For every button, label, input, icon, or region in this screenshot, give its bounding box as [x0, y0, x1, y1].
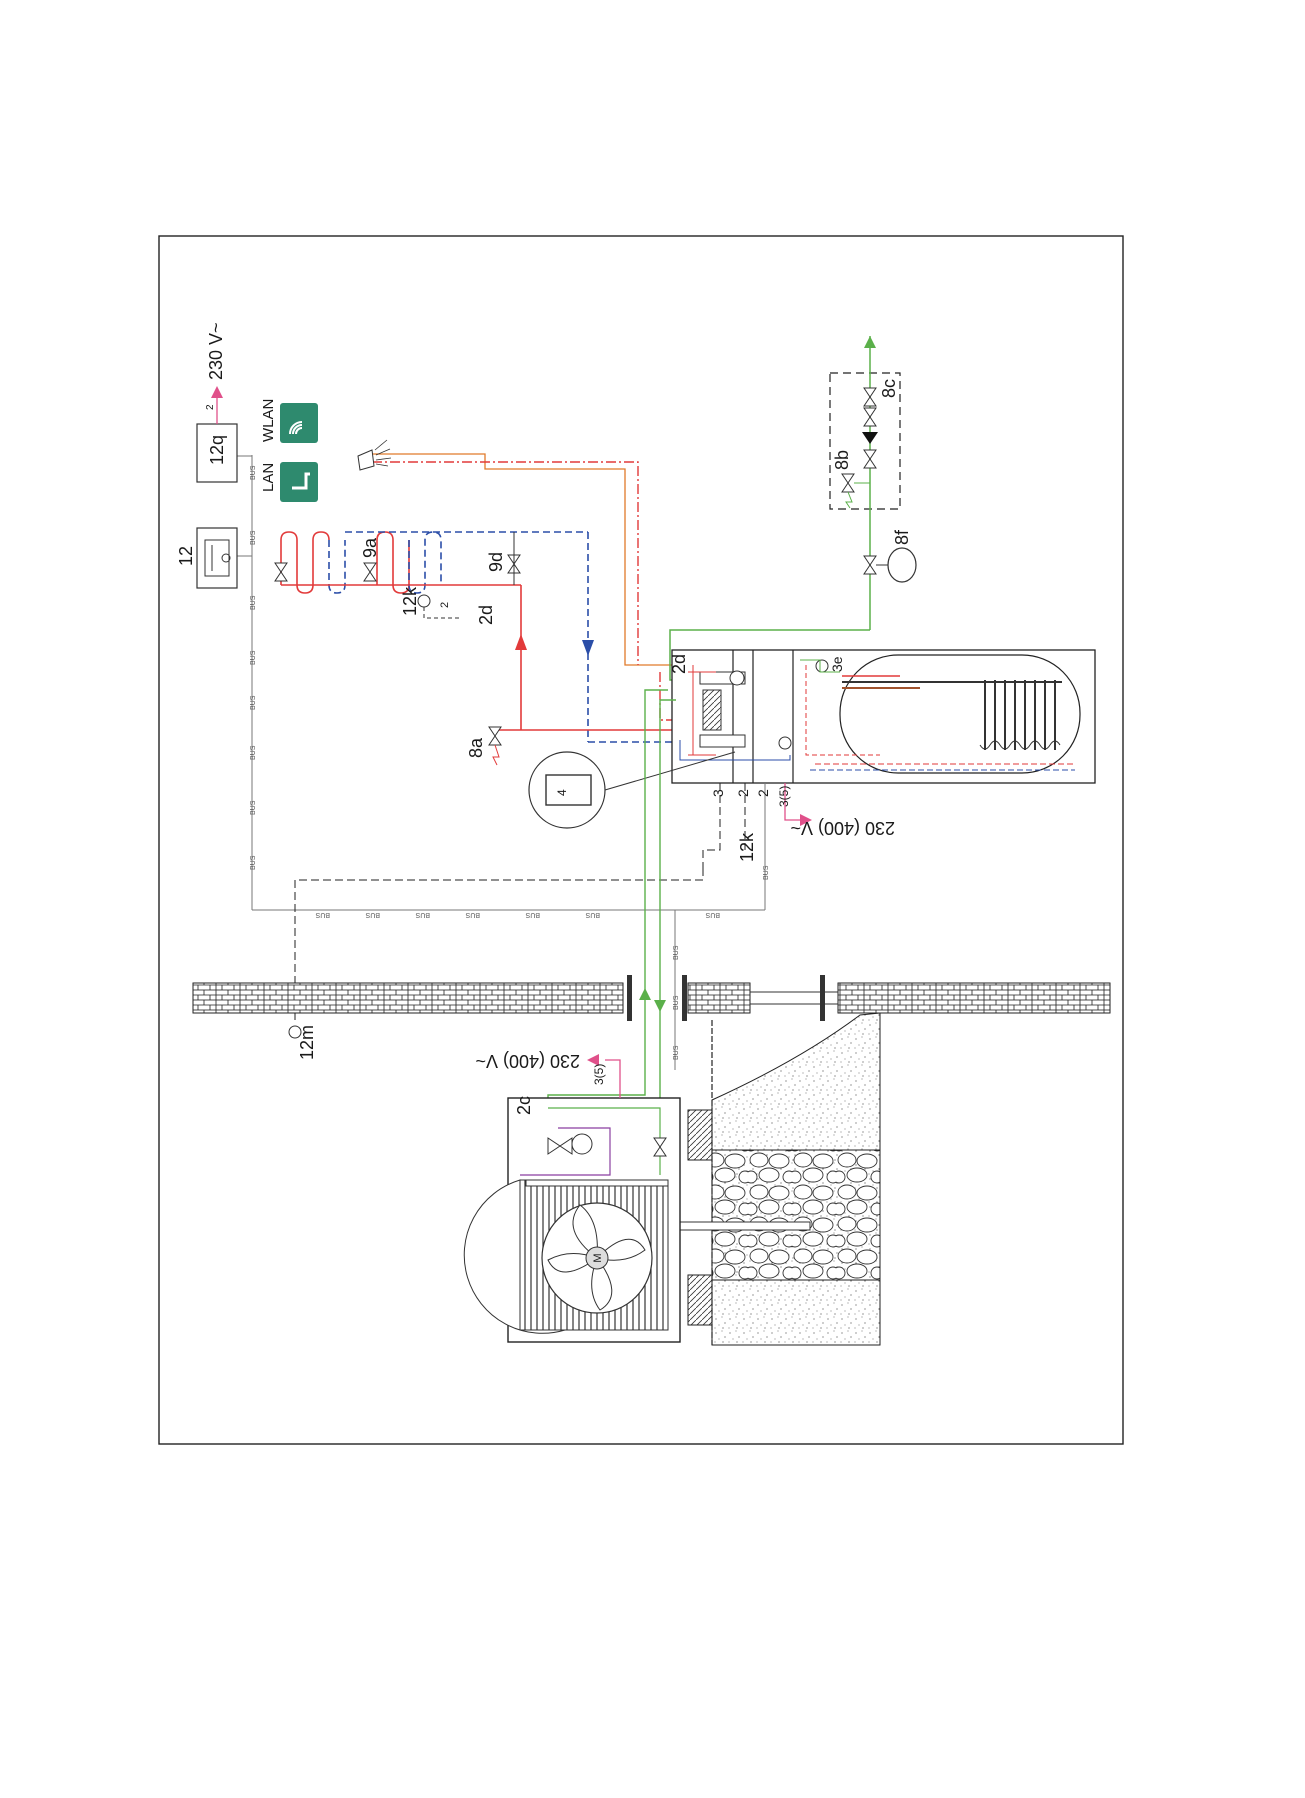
supply-top-label: 230 V~ [206, 322, 226, 380]
sensor-2d-top-label: 2d [476, 605, 496, 625]
valve-icon [864, 450, 876, 468]
wire-2a-label: 2 [735, 789, 751, 797]
sensor-3e-label: 3e [829, 656, 845, 672]
pump-icon [730, 671, 744, 685]
check-valve-icon [862, 432, 878, 444]
wall-left [193, 983, 623, 1013]
wlan-label: WLAN [260, 399, 277, 442]
group-8b-label: 8b [832, 450, 852, 470]
supply-top-wires: 2 [205, 404, 216, 410]
wire-2-top-label: 2 [439, 602, 451, 608]
controller-label: 12 [176, 546, 196, 566]
bus-tag: BUS [585, 911, 600, 918]
controller-12 [197, 528, 237, 588]
expansion-vessel-icon [888, 548, 916, 582]
safety-valve-8a [489, 727, 501, 765]
sensor-12k-bottom-label: 12k [737, 832, 757, 862]
indoor-unit-storage [672, 650, 1095, 783]
valve-icon [275, 563, 287, 581]
temperature-sensor-icon [816, 660, 828, 672]
wire-3-5-label: 3(5) [777, 786, 791, 807]
bus-tag: BUS [250, 695, 257, 710]
valve-9d-label: 9d [486, 552, 506, 572]
safety-valve-8b [842, 474, 870, 508]
cold-water-line [670, 336, 870, 680]
wire-3-label: 3 [710, 789, 726, 797]
vessel-8f-label: 8f [892, 529, 912, 545]
gravel-bed [712, 1150, 880, 1280]
bus-tag: BUS [705, 911, 720, 918]
supply-storage-label: 230 (400) V~ [790, 818, 895, 838]
bus-tag: BUS [250, 650, 257, 665]
outdoor-unit-label: 2c [514, 1096, 534, 1115]
bus-tag: BUS [673, 995, 680, 1010]
bus-tag: BUS [465, 911, 480, 918]
bus-tag: BUS [250, 595, 257, 610]
bus-tag: BUS [250, 745, 257, 760]
valve-9a-label: 9a [360, 537, 380, 558]
return-arrow-icon [582, 640, 594, 656]
lan-icon [280, 462, 318, 502]
group-8c-label: 8c [879, 379, 899, 398]
bus-tag: BUS [763, 865, 770, 880]
shower-icon [358, 440, 391, 470]
wall-right [838, 983, 1110, 1013]
motor-label: M [592, 1253, 604, 1262]
valve-9d [508, 532, 520, 585]
valve-9a [364, 563, 376, 581]
gateway-label: 12q [207, 435, 227, 465]
safety-8a-label: 8a [466, 737, 486, 758]
storage-2d-label: 2d [669, 654, 689, 674]
detail-4-label: 4 [555, 789, 569, 796]
bus-tag: BUS [525, 911, 540, 918]
bus-tag: BUS [673, 945, 680, 960]
supply-outdoor-label: 230 (400) V~ [475, 1051, 580, 1071]
power-arrow-icon [211, 386, 223, 398]
bus-tag: BUS [365, 911, 380, 918]
flow-arrow-icon [515, 634, 527, 650]
lan-label: LAN [260, 463, 277, 492]
bus-tag: BUS [250, 530, 257, 545]
wall-mid [688, 983, 750, 1013]
bus-tag: BUS [250, 855, 257, 870]
wire-2b-label: 2 [755, 789, 771, 797]
bus-tag: BUS [250, 465, 257, 480]
bus-tag: BUS [250, 800, 257, 815]
sensor-12k-top-label: 12k [400, 586, 420, 616]
valve-icon [864, 556, 876, 574]
supply-outdoor-wires: 3(5) [592, 1064, 606, 1085]
bus-tag: BUS [315, 911, 330, 918]
bus-tag: BUS [673, 1045, 680, 1060]
bus-tag: BUS [415, 911, 430, 918]
outdoor-sensor-label: 12m [297, 1025, 317, 1060]
